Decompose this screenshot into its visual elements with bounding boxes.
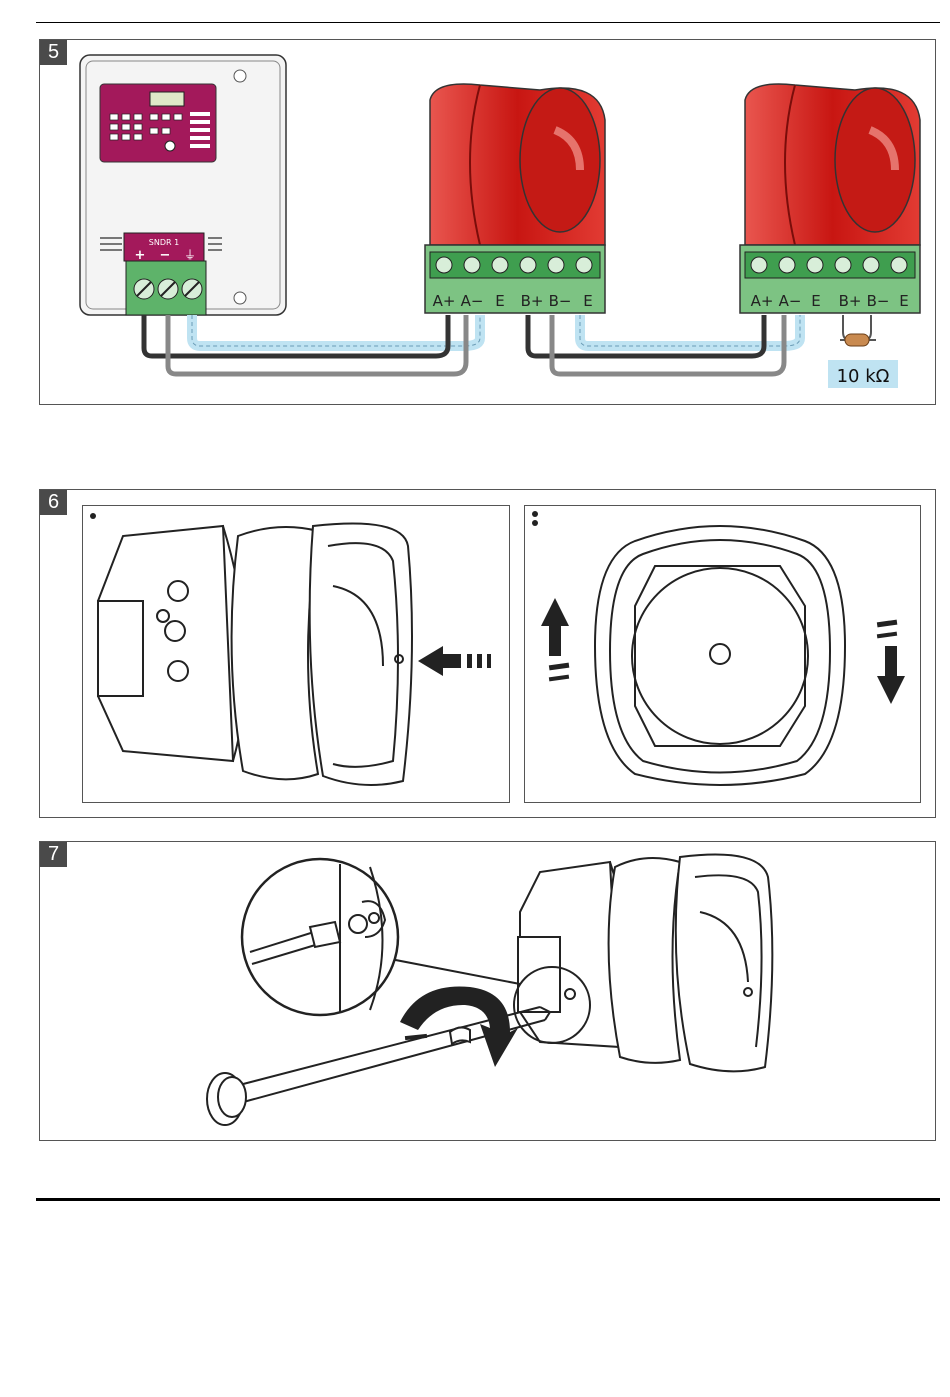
siren-2-terminal-e: E xyxy=(811,292,820,310)
siren-1 xyxy=(425,84,605,313)
siren-2 xyxy=(740,84,920,313)
figure-6-step-2 xyxy=(524,505,921,803)
siren-1-terminal-a-minus: A− xyxy=(461,292,484,310)
siren-2-terminal-a-plus: A+ xyxy=(751,292,774,310)
figure-6-mounting: 6 xyxy=(39,489,936,818)
siren-1-terminal-e: E xyxy=(495,292,504,310)
step-2-dot-icon-2 xyxy=(532,520,538,526)
screw-fixing-svg xyxy=(40,842,937,1142)
siren-2-terminal-a-minus: A− xyxy=(779,292,802,310)
detail-leader-line xyxy=(380,957,520,984)
siren-1-terminal-e2: E xyxy=(583,292,592,310)
mounted-siren-drawing xyxy=(518,855,772,1072)
base-and-cover-drawing xyxy=(98,524,412,786)
terminal-minus-symbol: − xyxy=(160,248,171,263)
figure-7-screw-fixing: 7 xyxy=(39,841,936,1141)
push-arrow-icon xyxy=(418,646,461,676)
step-1-dot-icon xyxy=(90,513,96,519)
siren-1-terminal-b-minus: B− xyxy=(549,292,572,310)
top-rule xyxy=(36,22,940,23)
sndr-terminal-label: SNDR 1 xyxy=(149,238,179,247)
siren-front-view xyxy=(595,526,845,785)
step-2-svg xyxy=(525,506,922,804)
resistor-value-label: 10 kΩ xyxy=(837,366,890,387)
siren-1-terminal-b-plus: B+ xyxy=(521,292,544,310)
siren-2-terminal-e2: E xyxy=(899,292,908,310)
terminal-plus-symbol: + xyxy=(135,248,146,263)
figure-6-step-1 xyxy=(82,505,510,803)
siren-2-terminal-b-minus: B− xyxy=(867,292,890,310)
siren-2-terminal-b-plus: B+ xyxy=(839,292,862,310)
figure-5-wiring-diagram: 5 xyxy=(39,39,936,405)
bottom-rule xyxy=(36,1198,940,1201)
step-1-svg xyxy=(83,506,511,804)
step-2-dot-icon-1 xyxy=(532,511,538,517)
wire-bundle-1 xyxy=(144,315,480,374)
detail-magnifier xyxy=(242,859,398,1015)
wiring-diagram-svg: SNDR 1 + − ⏚ xyxy=(40,40,937,406)
figure-6-number: 6 xyxy=(40,490,67,515)
wire-bundle-2 xyxy=(528,315,800,374)
terminal-ground-symbol: ⏚ xyxy=(184,248,196,262)
siren-1-terminal-a-plus: A+ xyxy=(433,292,456,310)
